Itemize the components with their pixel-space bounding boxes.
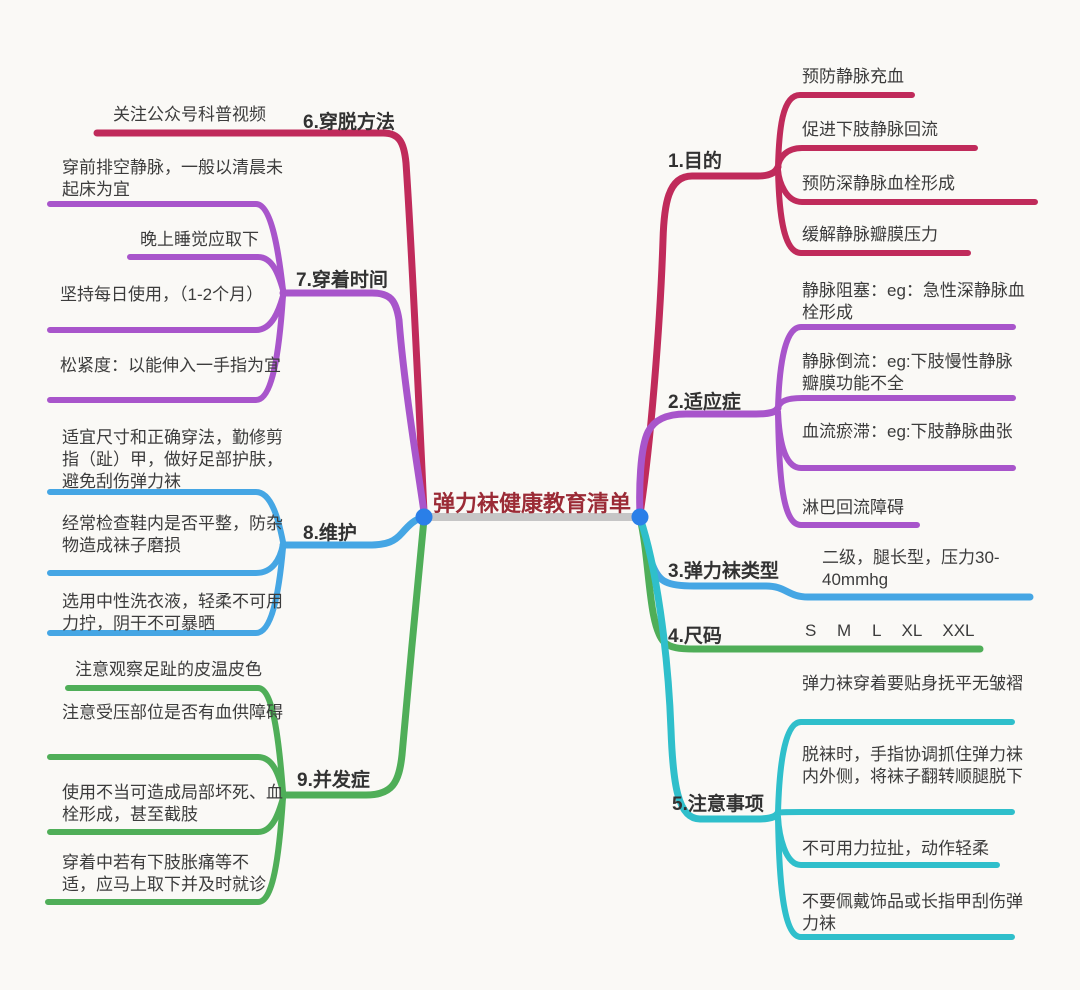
leaf-4-0: S M L XL XXL [805, 621, 975, 640]
leaf-9-0: 注意观察足趾的皮温皮色 [75, 660, 262, 679]
leaf-7-1: 晚上睡觉应取下 [140, 230, 259, 249]
leaf-2-1: 静脉倒流：eg:下肢慢性静脉瓣膜功能不全 [802, 352, 1013, 394]
branch-label-1: 1.目的 [668, 151, 722, 172]
branch-2-curve [636, 404, 782, 518]
branch-label-3: 3.弹力袜类型 [668, 561, 779, 582]
branch-label-5: 5.注意事项 [672, 794, 764, 815]
leaf-6-0: 关注公众号科普视频 [113, 105, 266, 124]
leaf-9-2: 使用不当可造成局部坏死、血栓形成，甚至截肢 [62, 783, 283, 825]
left-hub-dot [415, 508, 433, 526]
leaf-8-1: 经常检查鞋内是否平整，防杂物造成袜子磨损 [62, 514, 283, 556]
leaf-line-9-0 [65, 685, 286, 795]
branch-label-9: 9.并发症 [297, 770, 370, 791]
leaf-line-1-0 [775, 92, 915, 170]
leaf-9-1: 注意受压部位是否有血供障碍 [62, 703, 283, 722]
leaf-line-8-2 [47, 545, 286, 636]
branch-label-4: 4.尺码 [668, 626, 722, 647]
right-hub-dot [631, 508, 649, 526]
leaf-1-0: 预防静脉充血 [802, 67, 904, 86]
leaf-3-0: 二级，腿长型，压力30-40mmhg [822, 548, 1000, 590]
leaf-5-0: 弹力袜穿着要贴身抚平无皱褶 [802, 674, 1023, 693]
leaf-5-2: 不可用力拉扯，动作轻柔 [802, 839, 989, 858]
branch-6-curve [93, 129, 428, 516]
branch-label-8: 8.维护 [303, 523, 357, 544]
leaf-8-0: 适宜尺寸和正确穿法，勤修剪指（趾）甲，做好足部护肤，避免刮伤弹力袜 [62, 428, 283, 492]
leaf-line-9-1 [47, 754, 286, 795]
leaf-line-2-1 [775, 395, 1016, 411]
leaf-line-8-0 [47, 489, 286, 545]
leaf-line-5-1 [775, 809, 1015, 816]
leaf-line-7-3 [47, 293, 286, 403]
branch-1-curve [636, 163, 782, 518]
leaf-1-2: 预防深静脉血栓形成 [802, 174, 955, 193]
leaf-2-0: 静脉阻塞：eg：急性深静脉血栓形成 [802, 281, 1025, 323]
branch-7-curve [279, 289, 428, 516]
leaf-9-3: 穿着中若有下肢胀痛等不适，应马上取下并及时就诊 [62, 853, 266, 895]
leaf-2-2: 血流瘀滞：eg:下肢静脉曲张 [802, 422, 1013, 441]
branch-label-7: 7.穿着时间 [296, 270, 388, 291]
leaf-line-9-3 [45, 795, 286, 905]
branch-label-6: 6.穿脱方法 [303, 112, 395, 133]
leaf-line-1-3 [775, 167, 971, 256]
leaf-7-2: 坚持每日使用，（1-2个月） [60, 285, 264, 304]
leaf-1-3: 缓解静脉瓣膜压力 [802, 225, 938, 244]
leaf-7-0: 穿前排空静脉，一般以清晨未起床为宜 [62, 158, 283, 200]
leaf-8-2: 选用中性洗衣液，轻柔不可用力拧，阴干不可暴晒 [62, 592, 283, 634]
leaf-7-3: 松紧度：以能伸入一手指为宜 [60, 356, 281, 375]
leaf-line-7-1 [127, 254, 286, 293]
branch-9-curve [279, 515, 428, 799]
leaf-5-3: 不要佩戴饰品或长指甲刮伤弹力袜 [802, 892, 1023, 934]
leaf-2-3: 淋巴回流障碍 [802, 498, 904, 517]
leaf-line-5-3 [775, 814, 1015, 940]
leaf-5-1: 脱袜时，手指协调抓住弹力袜内外侧，将袜子翻转顺腿脱下 [802, 745, 1023, 787]
leaf-line-1-1 [775, 145, 978, 170]
center-topic: 弹力袜健康教育清单 [432, 491, 631, 516]
leaf-line-5-0 [775, 719, 1015, 816]
branch-5-curve [636, 514, 782, 823]
branch-label-2: 2.适应症 [668, 392, 741, 413]
leaf-1-1: 促进下肢静脉回流 [802, 120, 938, 139]
leaf-line-2-3 [775, 409, 920, 528]
leaf-line-2-0 [775, 324, 1016, 411]
